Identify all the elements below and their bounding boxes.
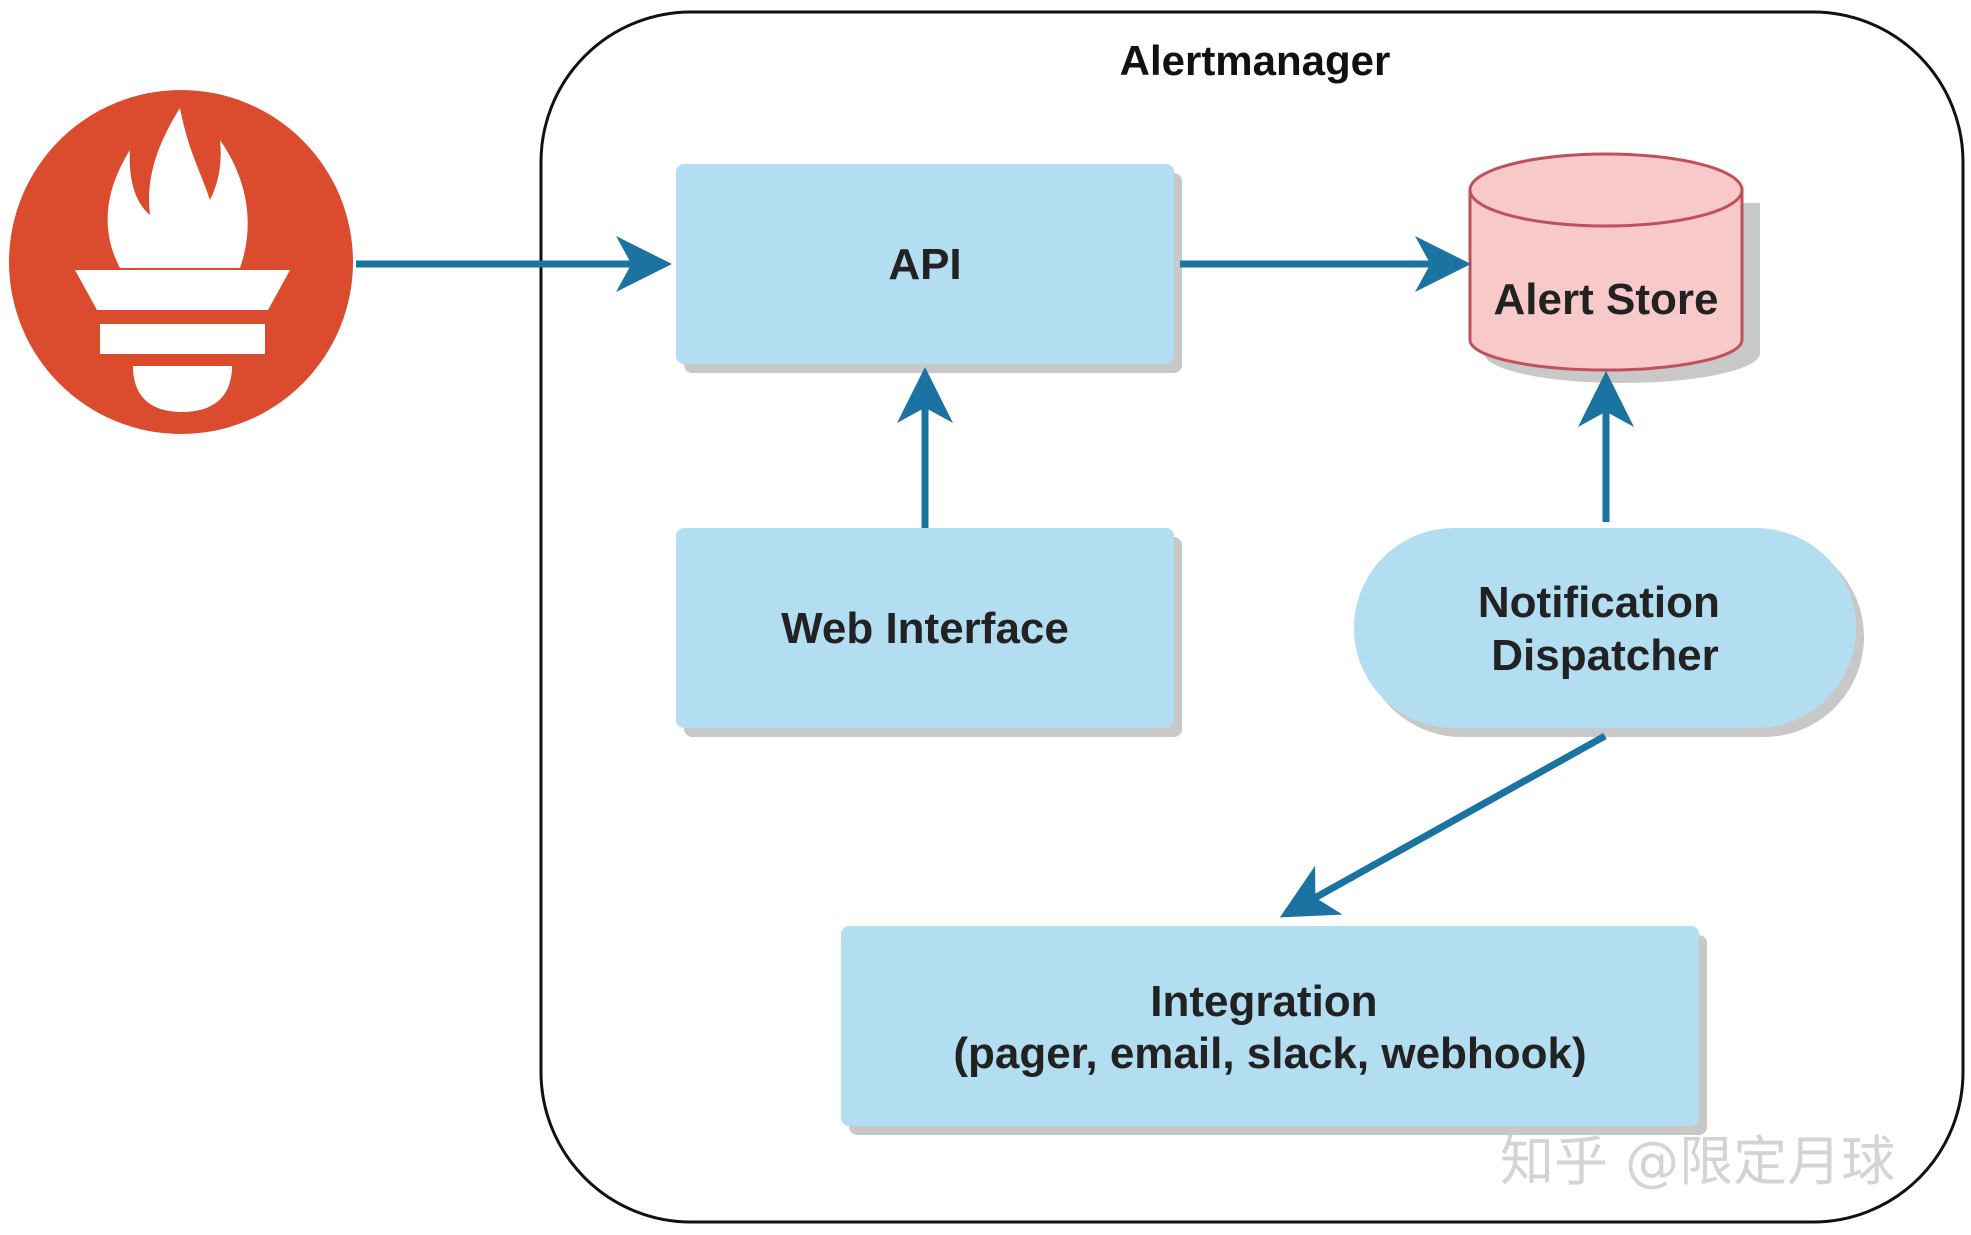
arrows <box>356 236 1634 918</box>
api-label: API <box>888 240 961 289</box>
flame-icon <box>75 108 290 412</box>
alert-store-cylinder: Alert Store <box>1468 152 1760 383</box>
notification-dispatcher-line1: Notification <box>1478 578 1720 627</box>
notification-dispatcher-line2: Dispatcher <box>1491 631 1718 680</box>
web-interface-box: Web Interface <box>676 528 1174 728</box>
prometheus-logo <box>9 90 353 434</box>
frame-title: Alertmanager <box>1120 37 1391 84</box>
watermark: 知乎 @限定月球 <box>1500 1130 1895 1193</box>
api-box: API <box>676 164 1174 364</box>
integration-label: Integration (pager, email, slack, webhoo… <box>953 977 1586 1078</box>
integration-box: Integration (pager, email, slack, webhoo… <box>841 926 1699 1126</box>
integration-line2: (pager, email, slack, webhook) <box>953 1029 1586 1078</box>
web-interface-label: Web Interface <box>781 604 1069 653</box>
alert-store-label: Alert Store <box>1494 275 1719 324</box>
notification-dispatcher-pill: Notification Dispatcher <box>1354 528 1856 728</box>
arrow-dispatcher-to-integration <box>1279 732 1607 918</box>
notification-dispatcher-label: Notification Dispatcher <box>1478 578 1732 680</box>
integration-line1: Integration <box>1150 977 1377 1026</box>
